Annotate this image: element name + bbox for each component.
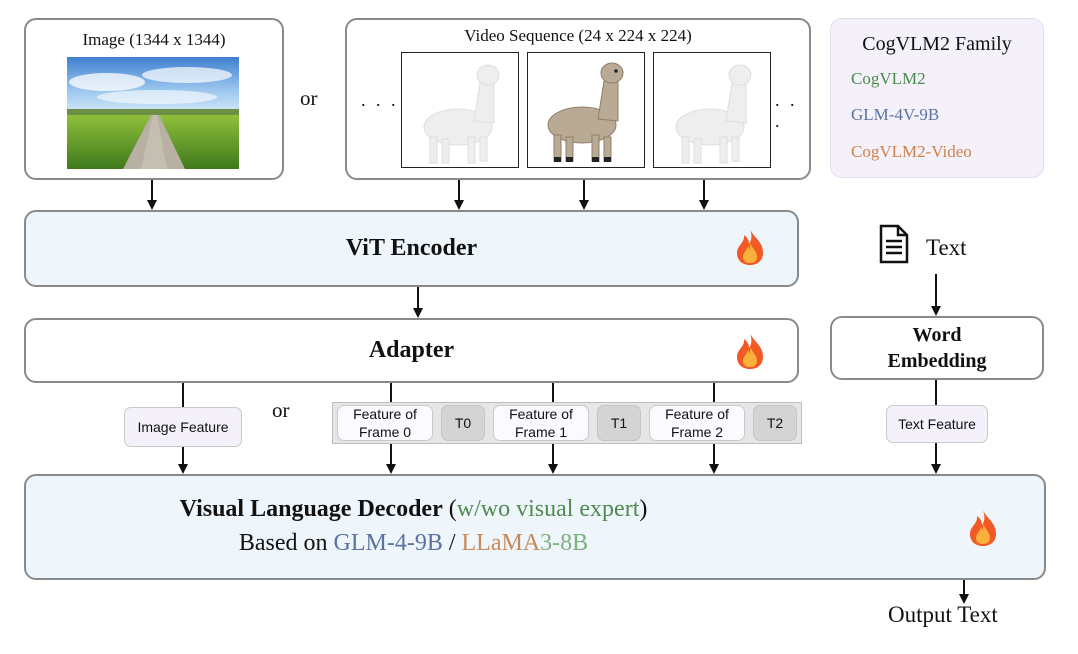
decoder-title: Visual Language Decoder [179, 496, 443, 522]
decoder-block: Visual Language Decoder (w/wo visual exp… [24, 474, 1046, 580]
or-label-top: or [300, 86, 318, 110]
video-frame-1 [527, 52, 645, 168]
vit-encoder-label: ViT Encoder [345, 235, 478, 261]
video-frame-2 [653, 52, 771, 168]
ellipsis-left: . . . [361, 90, 399, 110]
document-icon [878, 224, 910, 269]
alpaca-faded-icon [675, 64, 752, 164]
family-item-glm-4v-9b: GLM-4V-9B [851, 105, 940, 124]
family-legend: CogVLM2 Family CogVLM2 GLM-4V-9B CogVLM2… [830, 18, 1044, 178]
base-model-glm: GLM-4-9B [333, 530, 443, 556]
time-token-chip-2: T2 [753, 405, 797, 441]
flame-icon-adapter [733, 331, 767, 376]
decoder-paren-close: ) [639, 496, 648, 522]
or-label-features: or [272, 398, 290, 422]
image-feature-chip: Image Feature [124, 407, 242, 447]
decoder-base-line: Based on GLM-4-9B / LLaMA3-8B [26, 530, 801, 557]
output-text-label: Output Text [888, 602, 998, 627]
frame-feature-chip-0: Feature of Frame 0 [337, 405, 433, 441]
landscape-image [67, 57, 239, 169]
family-item-cogvlm2-video: CogVLM2-Video [851, 142, 972, 161]
base-model-llama: LLaMA3-8B [462, 530, 589, 556]
video-sequence-box: Video Sequence (24 x 224 x 224) . . . . … [345, 18, 811, 180]
visual-expert-note: w/wo visual expert [456, 496, 640, 522]
based-on-label: Based on [238, 530, 328, 556]
alpaca-icon [547, 62, 624, 162]
alpaca-faded-icon [423, 64, 500, 164]
frame-feature-chip-2: Feature of Frame 2 [649, 405, 745, 441]
base-model-llama-part1: LLaMA [461, 530, 541, 556]
frame-feature-line1: Feature of [353, 406, 417, 422]
family-title: CogVLM2 Family [862, 33, 1012, 55]
decoder-title-line: Visual Language Decoder (w/wo visual exp… [26, 496, 801, 523]
image-input-box: Image (1344 x 1344) [24, 18, 284, 180]
family-item-cogvlm2: CogVLM2 [851, 69, 926, 88]
text-feature-chip: Text Feature [886, 405, 988, 443]
flame-icon-decoder [966, 508, 1000, 553]
base-model-llama-part2: 3-8B [540, 530, 589, 556]
word-embedding-line1: Word [912, 324, 962, 346]
frame-feature-line2: Frame 0 [358, 424, 412, 440]
video-sequence-label: Video Sequence (24 x 224 x 224) [464, 26, 692, 45]
word-embedding-line2: Embedding [887, 350, 987, 372]
frame-feature-line2: Frame 2 [670, 424, 724, 440]
flame-icon-vit [733, 227, 767, 272]
adapter-block: Adapter [24, 318, 799, 383]
adapter-label: Adapter [368, 337, 455, 363]
video-frame-0 [401, 52, 519, 168]
time-token-chip-1: T1 [597, 405, 641, 441]
frame-feature-line1: Feature of [509, 406, 573, 422]
text-input-label: Text [926, 235, 967, 260]
ellipsis-right: . . . [775, 90, 798, 131]
decoder-paren-open: ( [448, 496, 457, 522]
vit-encoder-block: ViT Encoder [24, 210, 799, 287]
frame-feature-chip-1: Feature of Frame 1 [493, 405, 589, 441]
word-embedding-block: Word Embedding [830, 316, 1044, 380]
frame-feature-line1: Feature of [665, 406, 729, 422]
time-token-chip-0: T0 [441, 405, 485, 441]
frame-feature-line2: Frame 1 [514, 424, 568, 440]
image-input-label: Image (1344 x 1344) [82, 30, 226, 49]
model-separator: / [448, 530, 456, 556]
